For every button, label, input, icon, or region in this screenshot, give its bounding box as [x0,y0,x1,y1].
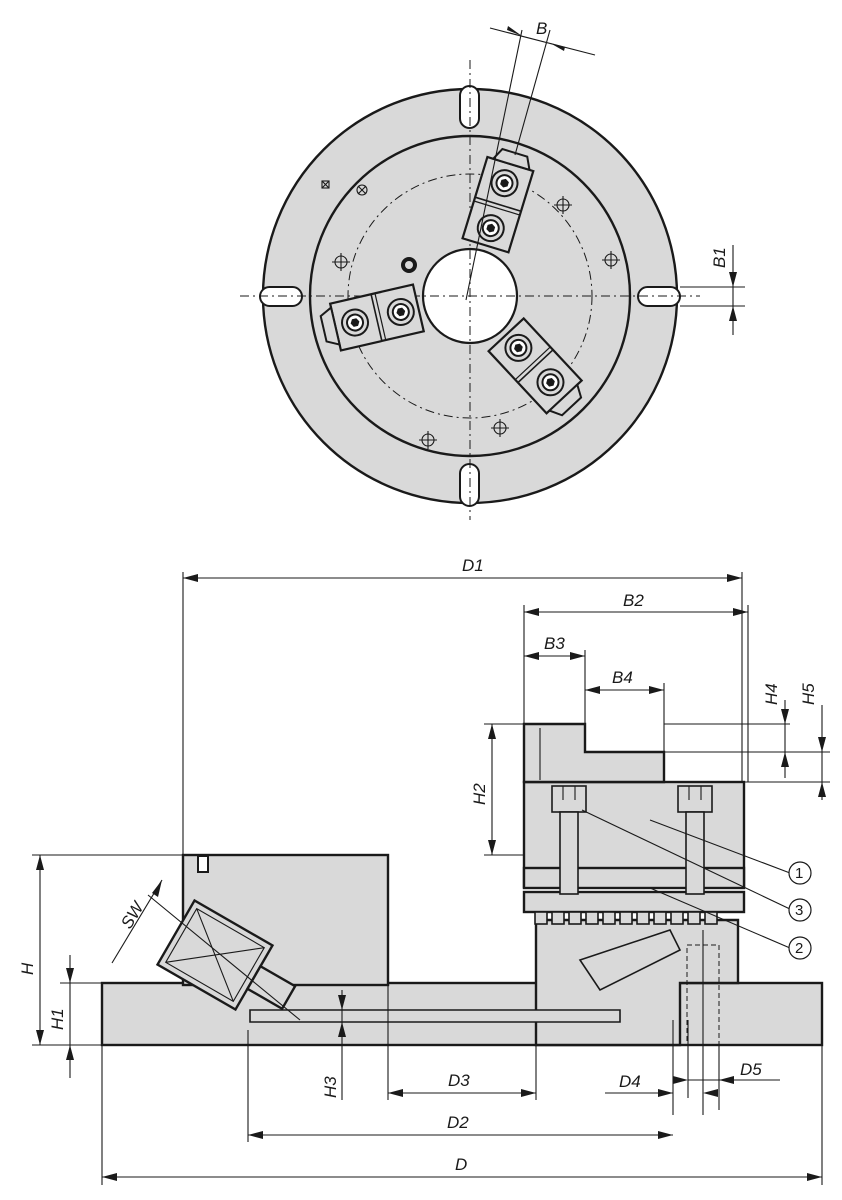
marker-hole [356,184,368,196]
marker-square [321,180,330,189]
callout-2: 2 [788,936,812,960]
mount-hole [332,253,350,271]
callout-1: 1 [788,861,812,885]
mount-hole [419,431,437,449]
mount-hole [554,196,572,214]
label-d1: D1 [462,556,484,575]
cap-screw-2 [677,785,713,895]
svg-text:1: 1 [795,865,803,882]
label-d5: D5 [740,1060,762,1079]
clamp-wrench [155,898,297,1012]
label-d2: D2 [447,1113,469,1132]
label-h3: H3 [321,1076,340,1098]
label-b1: B1 [710,247,729,268]
label-sw: SW [117,897,148,932]
label-d: D [455,1155,467,1174]
label-h: H [18,962,37,975]
label-b2: B2 [623,591,644,610]
svg-text:2: 2 [795,940,803,957]
mount-hole [602,251,620,269]
label-h5: H5 [799,683,818,705]
svg-text:3: 3 [795,902,803,919]
chuck-jaw-side [522,722,666,784]
label-b: B [536,19,547,38]
side-view: D1 B2 B3 B4 H2 H4 [18,556,830,1185]
label-h1: H1 [48,1008,67,1030]
mount-hole [491,419,509,437]
cap-screw-1 [551,785,587,895]
jaw-serrations [534,911,718,925]
threaded-hole [401,257,417,273]
label-d3: D3 [448,1071,470,1090]
label-h4: H4 [762,683,781,705]
label-b3: B3 [544,634,565,653]
label-h2: H2 [470,783,489,805]
label-b4: B4 [612,668,633,687]
label-d4: D4 [619,1072,641,1091]
callout-3: 3 [788,898,812,922]
top-view: B B1 [240,19,745,520]
